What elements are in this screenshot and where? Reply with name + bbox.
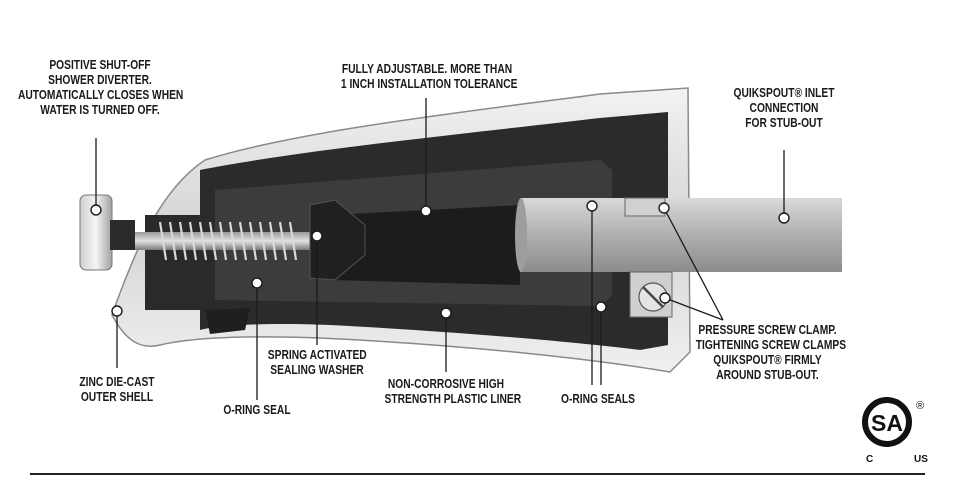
label-clamp: PRESSURE SCREW CLAMP.TIGHTENING SCREW CL… — [695, 323, 847, 382]
inner-channel — [330, 205, 520, 285]
label-oring-seal: O-RING SEAL — [223, 403, 291, 417]
logo-registered: ® — [916, 400, 924, 412]
label-oring-seals: O-RING SEALS — [560, 392, 636, 406]
dot-oring-seals-bottom — [595, 301, 607, 313]
logo-ring — [862, 397, 912, 447]
dot-clamp-bottom — [659, 292, 671, 304]
dot-adjustable — [420, 205, 432, 217]
logo-letters: SA — [871, 410, 903, 436]
dot-inlet — [778, 212, 790, 224]
sealing-washer-shape — [309, 199, 366, 281]
screw-slot — [642, 286, 664, 308]
inlet-pipe — [520, 198, 842, 272]
logo-us-mark: US — [914, 454, 928, 465]
inlet-pipe-end — [515, 198, 527, 272]
logo-c-mark: C — [866, 454, 873, 465]
dot-oring-seals-top — [586, 200, 598, 212]
leader-lines — [95, 98, 785, 400]
housing-front — [145, 215, 215, 310]
diverter-shaft — [130, 232, 330, 250]
shell-lip — [205, 308, 250, 334]
dot-clamp-top — [658, 202, 670, 214]
bottom-divider — [30, 473, 925, 475]
dot-washer — [311, 230, 323, 242]
dot-liner — [440, 307, 452, 319]
leader-dots — [90, 200, 790, 319]
certification-logo: SA ® C US — [862, 397, 928, 465]
spring — [158, 221, 298, 261]
dot-diverter — [90, 204, 102, 216]
dot-shell — [111, 305, 123, 317]
diverter-stem — [110, 220, 135, 250]
dot-oring-seal — [251, 277, 263, 289]
